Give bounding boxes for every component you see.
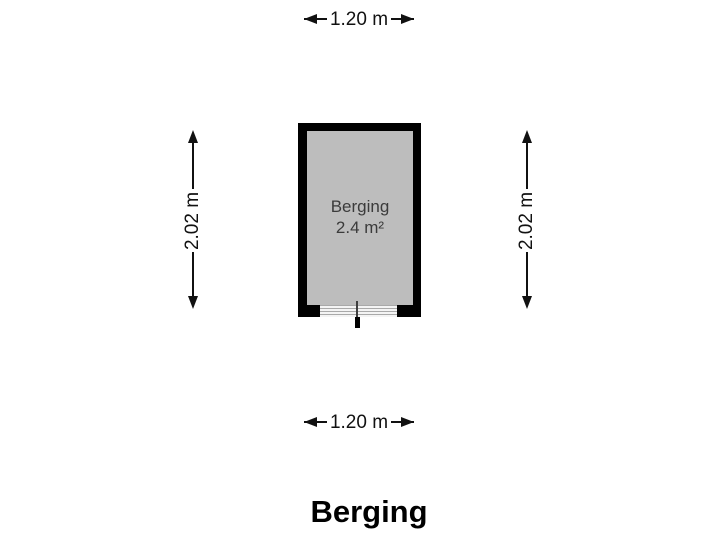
dimension-value: 2.02 m bbox=[516, 191, 538, 250]
room-walls: Berging 2.4 m² bbox=[298, 123, 421, 328]
door-line bbox=[356, 301, 358, 317]
room-name: Berging bbox=[330, 197, 390, 217]
arrowhead-up-icon bbox=[188, 130, 198, 143]
arrowhead-left-icon bbox=[304, 417, 317, 427]
dimension-value: 2.02 m bbox=[182, 191, 204, 250]
dimension-value: 1.20 m bbox=[329, 411, 389, 433]
room-label: Berging 2.4 m² bbox=[331, 197, 390, 238]
dimension-label-right: 2.02 m bbox=[515, 189, 540, 252]
arrowhead-right-icon bbox=[401, 14, 414, 24]
dimension-top: 1.20 m bbox=[304, 7, 414, 32]
room-area: 2.4 m² bbox=[335, 218, 385, 237]
arrowhead-down-icon bbox=[188, 296, 198, 309]
door-threshold bbox=[320, 305, 397, 317]
dimension-label-top: 1.20 m bbox=[327, 7, 391, 32]
dimension-label-bottom: 1.20 m bbox=[327, 410, 391, 435]
dimension-right: 2.02 m bbox=[515, 130, 540, 309]
dimension-left: 2.02 m bbox=[181, 130, 206, 309]
arrowhead-left-icon bbox=[304, 14, 317, 24]
arrowhead-down-icon bbox=[522, 296, 532, 309]
dimension-bottom: 1.20 m bbox=[304, 410, 414, 435]
dimension-label-left: 2.02 m bbox=[181, 189, 206, 252]
door-stop bbox=[355, 317, 360, 328]
room-floor: Berging 2.4 m² bbox=[307, 131, 413, 305]
dimension-value: 1.20 m bbox=[329, 8, 389, 30]
arrowhead-right-icon bbox=[401, 417, 414, 427]
plan-title: Berging bbox=[310, 494, 428, 529]
arrowhead-up-icon bbox=[522, 130, 532, 143]
